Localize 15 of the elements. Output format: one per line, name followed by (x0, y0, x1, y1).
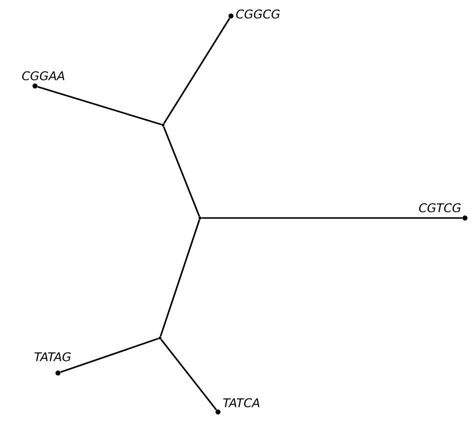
tree-branch (163, 18, 230, 124)
sequence-label: CGGCG (236, 9, 280, 19)
tree-branch (160, 338, 217, 410)
branch-junction (158, 336, 162, 340)
tree-branch (160, 219, 200, 337)
tree-branch (37, 86, 162, 126)
sequence-label: CGGAA (22, 71, 64, 80)
sequence-label: TATAG (34, 352, 71, 362)
sequence-label: CGTCG (419, 203, 461, 212)
tree-branch (202, 217, 462, 219)
sequence-label: TATCA (223, 398, 260, 408)
branch-junction (198, 216, 202, 220)
tree-branch (60, 338, 159, 373)
tree-branch (162, 126, 200, 217)
branch-junction (162, 124, 164, 126)
